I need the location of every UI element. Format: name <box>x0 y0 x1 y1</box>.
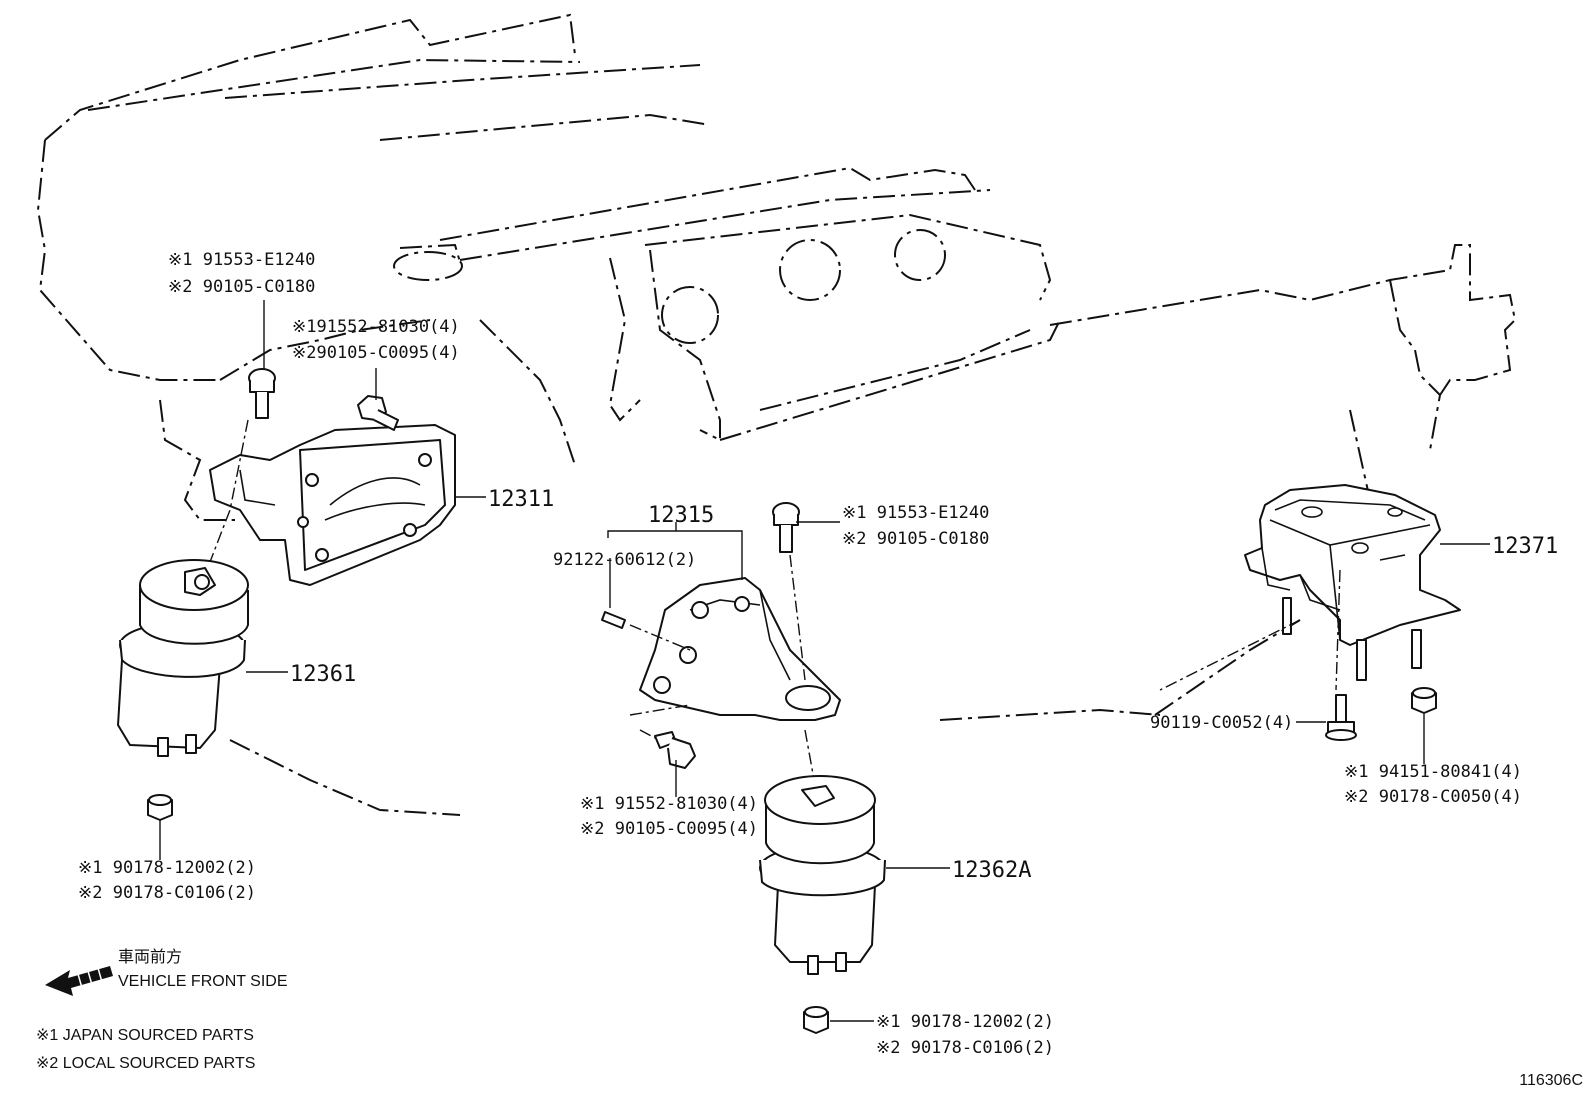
label-nut-left-2: ※2 90178-C0106(2) <box>78 883 256 903</box>
label-bolt-rear: 90119-C0052(4) <box>1150 713 1293 733</box>
label-bolt-center-low-2: ※2 90105-C0095(4) <box>580 819 758 839</box>
bolt-center-low <box>654 731 696 769</box>
label-mount-12371: 12371 <box>1492 534 1558 559</box>
legend: ※1 JAPAN SOURCED PARTS ※2 LOCAL SOURCED … <box>36 1027 255 1072</box>
label-stud-92122: 92122-60612(2) <box>553 550 696 570</box>
label-nut-left-1: ※1 90178-12002(2) <box>78 858 256 878</box>
label-nut-rear-2: ※2 90178-C0050(4) <box>1344 787 1522 807</box>
direction-jp: 車両前方 <box>118 948 182 966</box>
figure-id: 116306C <box>1519 1072 1583 1089</box>
callout-labels: ※1 91553-E1240 ※2 90105-C0180 ※191552-81… <box>78 250 1558 1058</box>
mount-12362A <box>759 775 886 975</box>
label-mount-12362A: 12362A <box>952 858 1031 883</box>
legend-note-2: ※2 LOCAL SOURCED PARTS <box>36 1055 255 1072</box>
mount-12371 <box>1244 484 1461 681</box>
label-bolt-center-low-1: ※1 91552-81030(4) <box>580 794 758 814</box>
legend-note-1: ※1 JAPAN SOURCED PARTS <box>36 1027 254 1044</box>
label-nut-center-2: ※2 90178-C0106(2) <box>876 1038 1054 1058</box>
label-bracket-12315: 12315 <box>648 503 714 528</box>
label-bolt-bracket-2: ※290105-C0095(4) <box>292 343 460 363</box>
nut-center-bottom <box>803 1006 829 1034</box>
nut-left-bottom <box>147 794 173 821</box>
vehicle-front-arrow-icon <box>45 966 113 996</box>
label-nut-rear-1: ※1 94151-80841(4) <box>1344 762 1522 782</box>
label-bolt-center-top-1: ※1 91553-E1240 <box>842 503 989 523</box>
direction-note: 車両前方 VEHICLE FRONT SIDE <box>118 948 288 990</box>
bolt-rear <box>1325 694 1357 741</box>
label-bolt-left-1: ※1 91553-E1240 <box>168 250 315 270</box>
nut-rear <box>1411 687 1437 714</box>
direction-en: VEHICLE FRONT SIDE <box>118 973 288 990</box>
label-bolt-left-2: ※2 90105-C0180 <box>168 277 315 297</box>
engine-outline <box>36 13 1517 816</box>
mount-12361 <box>117 559 249 757</box>
label-mount-12361: 12361 <box>290 662 356 687</box>
stud-92122 <box>601 611 626 629</box>
bolt-center-top <box>772 502 800 553</box>
leader-lines <box>159 300 1490 1022</box>
label-bolt-center-top-2: ※2 90105-C0180 <box>842 529 989 549</box>
bolt-left-top <box>248 368 276 419</box>
label-nut-center-1: ※1 90178-12002(2) <box>876 1012 1054 1032</box>
label-bolt-bracket-1: ※191552-81030(4) <box>292 317 460 337</box>
bracket-12311 <box>209 424 456 586</box>
bracket-12315 <box>639 577 841 721</box>
bolt-left-bracket <box>357 395 399 431</box>
label-bracket-12311: 12311 <box>488 487 554 512</box>
